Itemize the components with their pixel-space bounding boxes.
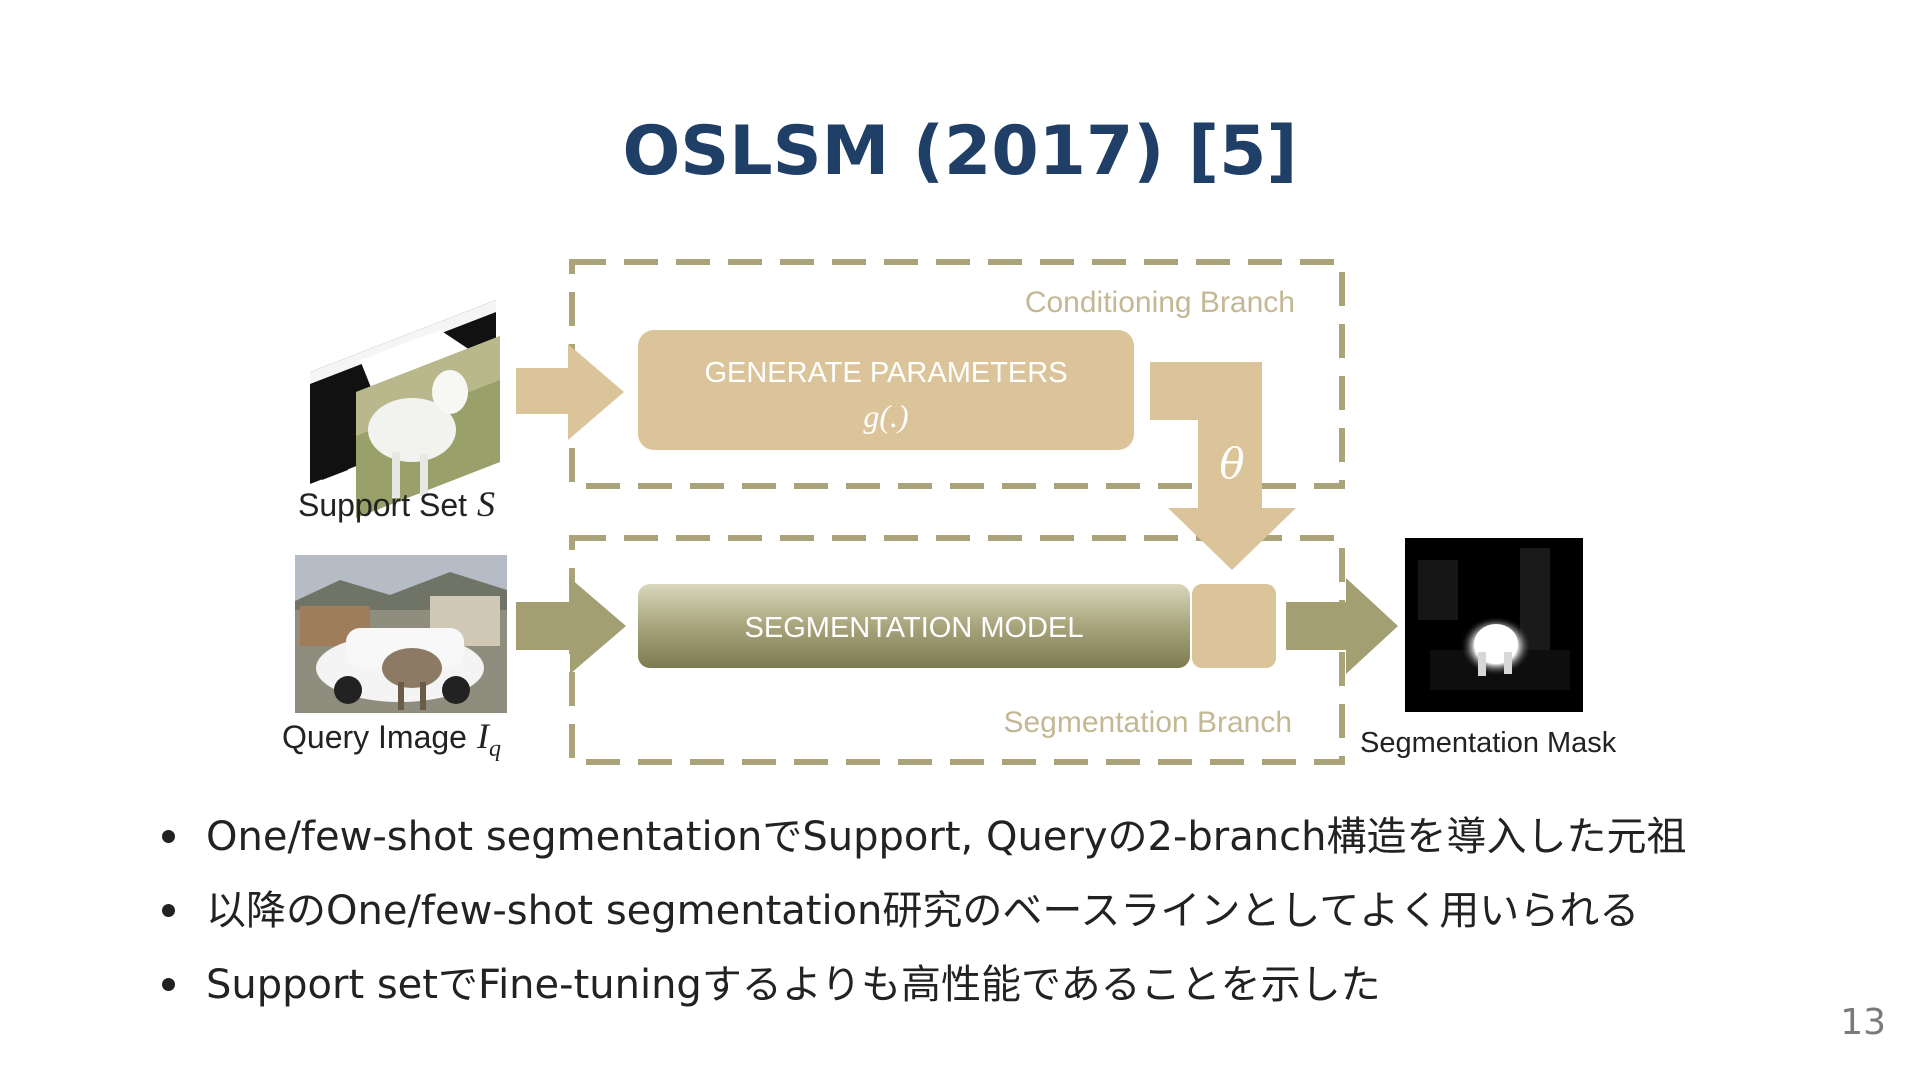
slide-title: OSLSM (2017) [5] — [622, 112, 1298, 191]
segmentation-model-label: SEGMENTATION MODEL — [745, 612, 1084, 644]
support-set-image — [310, 300, 500, 518]
bullet-dot — [162, 904, 175, 917]
query-image-symbol: I — [476, 716, 491, 756]
support-set-symbol: S — [477, 484, 495, 524]
bullet-dot — [162, 830, 175, 843]
segmentation-mask-label: Segmentation Mask — [1360, 727, 1617, 759]
parameter-slot-box — [1192, 584, 1276, 668]
segmentation-model-box — [638, 584, 1190, 668]
generate-parameters-label: GENERATE PARAMETERS — [704, 357, 1067, 389]
query-image — [295, 555, 507, 713]
generate-parameters-formula: g(.) — [863, 398, 908, 434]
bullet-dot — [162, 978, 175, 991]
bullet-item: One/few-shot segmentationでSupport, Query… — [160, 800, 1860, 874]
theta-label: θ — [1219, 439, 1244, 488]
bullet-item: Support setでFine-tuningするよりも高性能であることを示した — [160, 948, 1860, 1022]
theta-arrow — [1150, 362, 1296, 570]
bullet-item: 以降のOne/few-shot segmentation研究のベースラインとして… — [160, 874, 1860, 948]
bullet-text: 以降のOne/few-shot segmentation研究のベースラインとして… — [206, 888, 1640, 934]
query-arrow — [516, 578, 626, 674]
output-arrow — [1286, 578, 1398, 674]
segmentation-branch-label: Segmentation Branch — [1003, 706, 1292, 739]
bullet-text: Support setでFine-tuningするよりも高性能であることを示した — [206, 962, 1381, 1008]
support-set-label: Support Set S — [298, 484, 495, 524]
page-number: 13 — [1840, 1002, 1886, 1043]
bullet-text: One/few-shot segmentationでSupport, Query… — [206, 814, 1687, 860]
segmentation-mask-image — [1405, 538, 1583, 712]
query-image-text: Query Image — [282, 719, 467, 755]
support-arrow — [516, 344, 624, 440]
support-set-text: Support Set — [298, 487, 467, 523]
query-image-subscript: q — [489, 736, 501, 762]
generate-parameters-box — [638, 330, 1134, 450]
conditioning-branch-label: Conditioning Branch — [1025, 286, 1295, 319]
bullet-list: One/few-shot segmentationでSupport, Query… — [160, 800, 1860, 1022]
